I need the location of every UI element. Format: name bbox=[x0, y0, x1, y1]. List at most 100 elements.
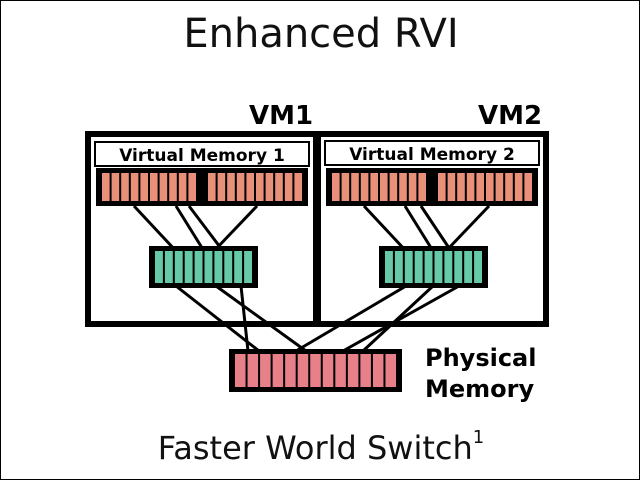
vm1-virtual-memory-right-cell bbox=[208, 173, 216, 201]
footer-text: Faster World Switch bbox=[157, 429, 473, 467]
physical-memory-block-cell bbox=[385, 354, 396, 387]
vm1-virtual-memory-left-cell bbox=[130, 173, 139, 201]
mapping-lines bbox=[132, 204, 491, 353]
vm2-page-table-cell bbox=[385, 251, 393, 283]
vm1-page-table-cell bbox=[164, 251, 173, 283]
vm1-page-table-cell bbox=[194, 251, 203, 283]
vm2-page-table-cell bbox=[394, 251, 403, 283]
vm2-virtual-memory-left-cell bbox=[351, 173, 359, 201]
physical-memory-block-cell bbox=[272, 354, 284, 387]
vm2-page-table-cell bbox=[474, 251, 482, 283]
vm2-virtual-memory-left-cell bbox=[332, 173, 340, 201]
vm2-vt-line bbox=[362, 204, 408, 253]
vm1-label: VM1 bbox=[249, 101, 314, 131]
physical-memory-block-cell bbox=[235, 354, 246, 387]
vm2-virtual-memory-left-cell bbox=[380, 173, 388, 201]
virtual-memory-1-label: Virtual Memory 1 bbox=[119, 146, 285, 166]
vm1-virtual-memory-right-cell bbox=[236, 173, 245, 201]
vm1-page-table-cell bbox=[204, 251, 213, 283]
vm1-page-table-cell bbox=[155, 251, 163, 283]
vm2-page-table-cell bbox=[464, 251, 473, 283]
vm2-page-table-cell bbox=[414, 251, 423, 283]
vm2-box bbox=[315, 131, 549, 327]
vm2-virtual-memory-left-cell bbox=[418, 173, 426, 201]
vm1-virtual-memory-left-cell bbox=[102, 173, 110, 201]
physical-memory-block-cell bbox=[322, 354, 334, 387]
vm2-page-table-cell bbox=[434, 251, 443, 283]
vm1-virtual-memory-left-cell bbox=[159, 173, 168, 201]
vm2-page-table-cell bbox=[404, 251, 413, 283]
physical-memory-block-cell bbox=[360, 354, 371, 387]
vm1-vt-line bbox=[212, 204, 259, 253]
vm1-virtual-memory-left-cell bbox=[150, 173, 158, 201]
vm2-page-table-cell bbox=[424, 251, 433, 283]
vm1-virtual-memory-right-cell bbox=[217, 173, 226, 201]
vm2-virtual-memory-right-cell bbox=[457, 173, 465, 201]
vm1-virtual-memory-right-cell bbox=[284, 173, 293, 201]
vm1-virtual-memory-left-cell bbox=[121, 173, 129, 201]
vm1-virtual-memory-right-cell bbox=[275, 173, 283, 201]
vm1-virtual-memory-left-cell bbox=[188, 173, 196, 201]
vm1-virtual-memory-left-cell bbox=[178, 173, 187, 201]
vm2-phys-line bbox=[342, 284, 460, 353]
vm1-virtual-memory-right-cell bbox=[246, 173, 254, 201]
physical-memory-block-cell bbox=[285, 354, 296, 387]
vm2-virtual-memory-right-cell bbox=[438, 173, 446, 201]
physical-memory-block-cell bbox=[347, 354, 359, 387]
vm2-virtual-memory-right-cell bbox=[524, 173, 532, 201]
vm2-virtual-memory-right-cell bbox=[447, 173, 456, 201]
vm1-virtual-memory-right-cell bbox=[227, 173, 235, 201]
virtual-memory-1-box bbox=[94, 141, 310, 167]
vm1-page-table-cell bbox=[234, 251, 243, 283]
vm2-label: VM2 bbox=[478, 101, 543, 131]
slide-title: Enhanced RVI bbox=[183, 11, 459, 57]
footnote-marker: 1 bbox=[472, 427, 485, 449]
memory-blocks bbox=[96, 168, 538, 392]
vm1-virtual-memory-left-cell bbox=[169, 173, 177, 201]
physical-memory-block bbox=[229, 349, 402, 392]
vm2-vt-line bbox=[419, 205, 453, 252]
vm1-page-table-cell bbox=[184, 251, 193, 283]
vm1-page-table bbox=[149, 246, 258, 288]
vm2-page-table-cell bbox=[454, 251, 463, 283]
vm2-virtual-memory-right-cell bbox=[495, 173, 504, 201]
vm1-page-table-cell bbox=[244, 251, 252, 283]
vm1-virtual-memory-right bbox=[202, 168, 308, 206]
physical-memory-block-cell bbox=[335, 354, 346, 387]
vm1-phys-line bbox=[175, 284, 260, 353]
vm1-page-table-cell bbox=[224, 251, 233, 283]
physical-memory-line1: Physical bbox=[425, 344, 537, 372]
vm2-page-table-cell bbox=[444, 251, 453, 283]
vm2-virtual-memory-left bbox=[326, 168, 432, 206]
virtual-memory-2-label: Virtual Memory 2 bbox=[349, 145, 515, 165]
vm2-virtual-memory-right-cell bbox=[476, 173, 484, 201]
physical-memory-block-cell bbox=[297, 354, 309, 387]
vm1-page-table-cell bbox=[214, 251, 223, 283]
vm2-virtual-memory-left-cell bbox=[360, 173, 369, 201]
vm1-virtual-memory-right-cell bbox=[265, 173, 274, 201]
physical-memory-block-cell bbox=[310, 354, 321, 387]
physical-memory-label: Physical Memory bbox=[425, 343, 536, 405]
virtual-memory-2-box bbox=[324, 140, 540, 166]
vm2-virtual-memory-right bbox=[432, 168, 538, 206]
physical-memory-line2: Memory bbox=[425, 375, 535, 403]
vm1-vt-line bbox=[174, 205, 206, 252]
vm2-virtual-memory-right-cell bbox=[466, 173, 475, 201]
vm2-virtual-memory-right-cell bbox=[486, 173, 494, 201]
vm1-virtual-memory-right-cell bbox=[294, 173, 302, 201]
vm2-virtual-memory-left-cell bbox=[408, 173, 417, 201]
vm1-virtual-memory-left-cell bbox=[140, 173, 148, 201]
slide-footer: Faster World Switch1 bbox=[1, 427, 640, 467]
vm2-vt-line bbox=[444, 204, 491, 253]
physical-memory-block-cell bbox=[372, 354, 384, 387]
vm2-virtual-memory-left-cell bbox=[399, 173, 407, 201]
vm2-virtual-memory-right-cell bbox=[505, 173, 513, 201]
physical-memory-block-cell bbox=[260, 354, 271, 387]
vm2-virtual-memory-left-cell bbox=[341, 173, 350, 201]
vm2-virtual-memory-left-cell bbox=[389, 173, 398, 201]
vm2-page-table bbox=[379, 246, 488, 288]
vm1-virtual-memory-right-cell bbox=[256, 173, 264, 201]
vm1-virtual-memory-left bbox=[96, 168, 202, 206]
